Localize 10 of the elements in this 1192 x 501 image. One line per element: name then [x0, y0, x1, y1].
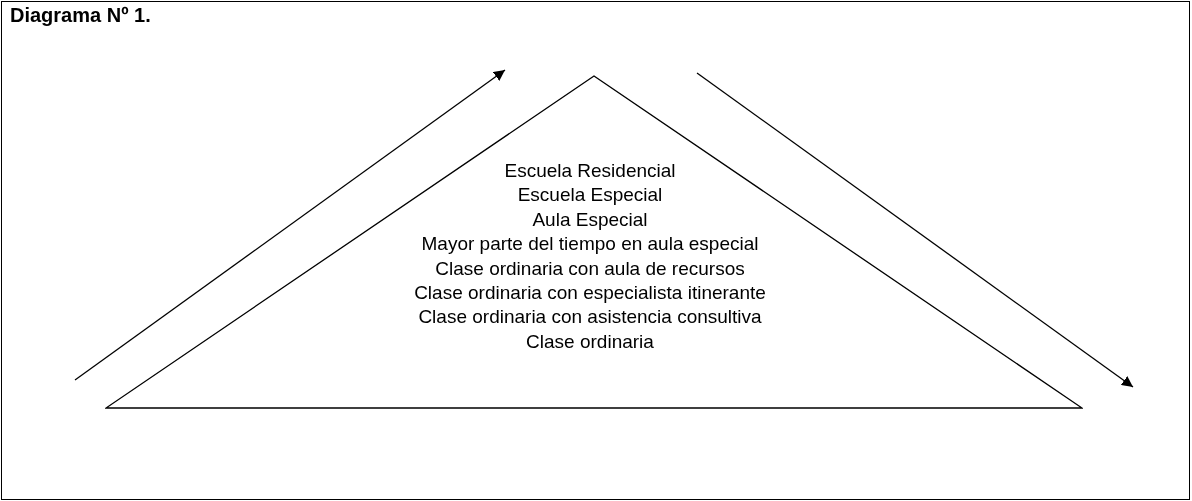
- level-text: Aula Especial: [532, 208, 648, 231]
- level-text: Clase ordinaria con especialista itinerante: [414, 282, 766, 304]
- level-text: Clase ordinaria con asistencia consultiva: [418, 306, 762, 329]
- level-text: Escuela Especial: [517, 184, 663, 207]
- diagram-title: Diagrama Nº 1.: [10, 4, 151, 27]
- level-text: Escuela Residencial: [504, 160, 676, 182]
- level-text: Mayor parte del tiempo en aula especial: [421, 233, 759, 256]
- level-text: Clase ordinaria: [526, 330, 654, 353]
- level-text: Clase ordinaria con aula de recursos: [435, 257, 745, 280]
- pyramid-triangle: [105, 75, 1083, 409]
